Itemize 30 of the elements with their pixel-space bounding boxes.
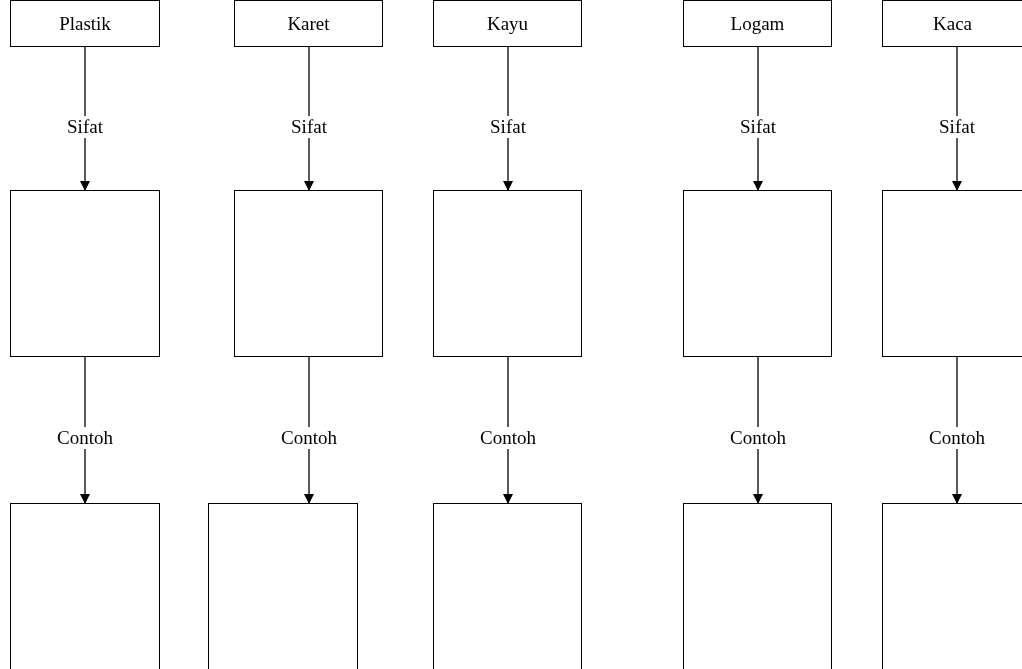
empty-box	[882, 190, 1022, 357]
edge-label: Contoh	[55, 427, 115, 449]
material-box	[234, 0, 383, 47]
edge-label: Contoh	[279, 427, 339, 449]
edge-label: Sifat	[65, 115, 105, 138]
material-box	[683, 0, 832, 47]
empty-box	[10, 503, 160, 669]
empty-box	[433, 190, 582, 357]
material-box	[433, 0, 582, 47]
empty-box	[882, 503, 1022, 669]
material-name: Kayu	[486, 12, 529, 35]
material-name: Plastik	[59, 12, 111, 35]
material-box	[10, 0, 160, 47]
edge-label: Sifat	[937, 115, 977, 138]
empty-box	[234, 190, 383, 357]
empty-box	[208, 503, 358, 669]
material-name: Logam	[730, 12, 785, 35]
empty-box	[683, 503, 832, 669]
edge-label: Sifat	[488, 115, 528, 138]
material-name: Karet	[287, 12, 330, 35]
edge-label: Sifat	[289, 115, 329, 138]
edge-label: Sifat	[738, 115, 778, 138]
edge-label: Contoh	[728, 427, 788, 449]
edge-label: Contoh	[927, 427, 987, 449]
edge-label: Contoh	[478, 427, 538, 449]
material-name: Kaca	[933, 12, 972, 35]
material-box	[882, 0, 1022, 47]
empty-box	[10, 190, 160, 357]
empty-box	[433, 503, 582, 669]
empty-box	[683, 190, 832, 357]
